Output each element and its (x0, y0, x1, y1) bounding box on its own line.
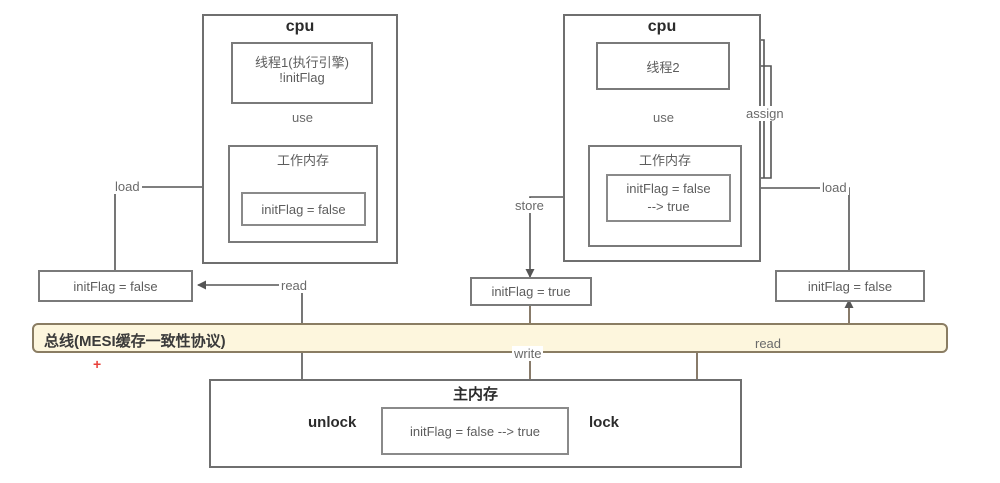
right-working-memory-title: 工作内存 (638, 153, 691, 168)
right-working-memory-value-box (606, 174, 731, 222)
thread2-box (596, 42, 730, 90)
left-cache-box (38, 270, 193, 302)
edge-use-right: use (651, 110, 676, 125)
thread1-box (231, 42, 373, 104)
right-cache-value: initFlag = false (807, 278, 893, 294)
main-memory-title: 主内存 (452, 386, 498, 403)
thread1-label-line2: !initFlag (279, 70, 325, 85)
left-cpu-title: cpu (285, 18, 315, 35)
main-memory-value: initFlag = false --> true (409, 423, 541, 439)
thread1-label-line1: 线程1(执行引擎) (255, 55, 349, 70)
left-working-memory-value: initFlag = false (261, 201, 346, 217)
main-memory-value-box (381, 407, 569, 455)
middle-cache-value: initFlag = true (491, 284, 571, 299)
thread2-label: 线程2 (646, 59, 680, 75)
right-cpu-title: cpu (647, 18, 677, 35)
edge-store: store (513, 198, 546, 213)
edge-load-right: load (820, 180, 849, 195)
edge-load-left: load (113, 179, 142, 194)
left-working-memory-value-box (241, 192, 366, 226)
bus-label: 总线(MESI缓存一致性协议) (44, 333, 226, 350)
left-working-memory-title: 工作内存 (276, 153, 329, 168)
edge-read-right: read (753, 336, 784, 351)
right-working-memory-value-line2: --> true (647, 199, 690, 214)
cursor-marker: + (93, 356, 102, 372)
right-working-memory-value-line1: initFlag = false (626, 181, 711, 196)
edge-read-left: read (279, 278, 310, 293)
right-cache-box (775, 270, 925, 302)
edge-assign: assign (744, 106, 786, 121)
left-cache-value: initFlag = false (73, 278, 158, 294)
edge-use-left: use (290, 110, 315, 125)
lock-label: lock (589, 414, 620, 431)
middle-cache-box (470, 277, 592, 306)
unlock-label: unlock (308, 414, 357, 431)
edge-write: write (512, 346, 544, 361)
bus-bar (32, 323, 948, 353)
